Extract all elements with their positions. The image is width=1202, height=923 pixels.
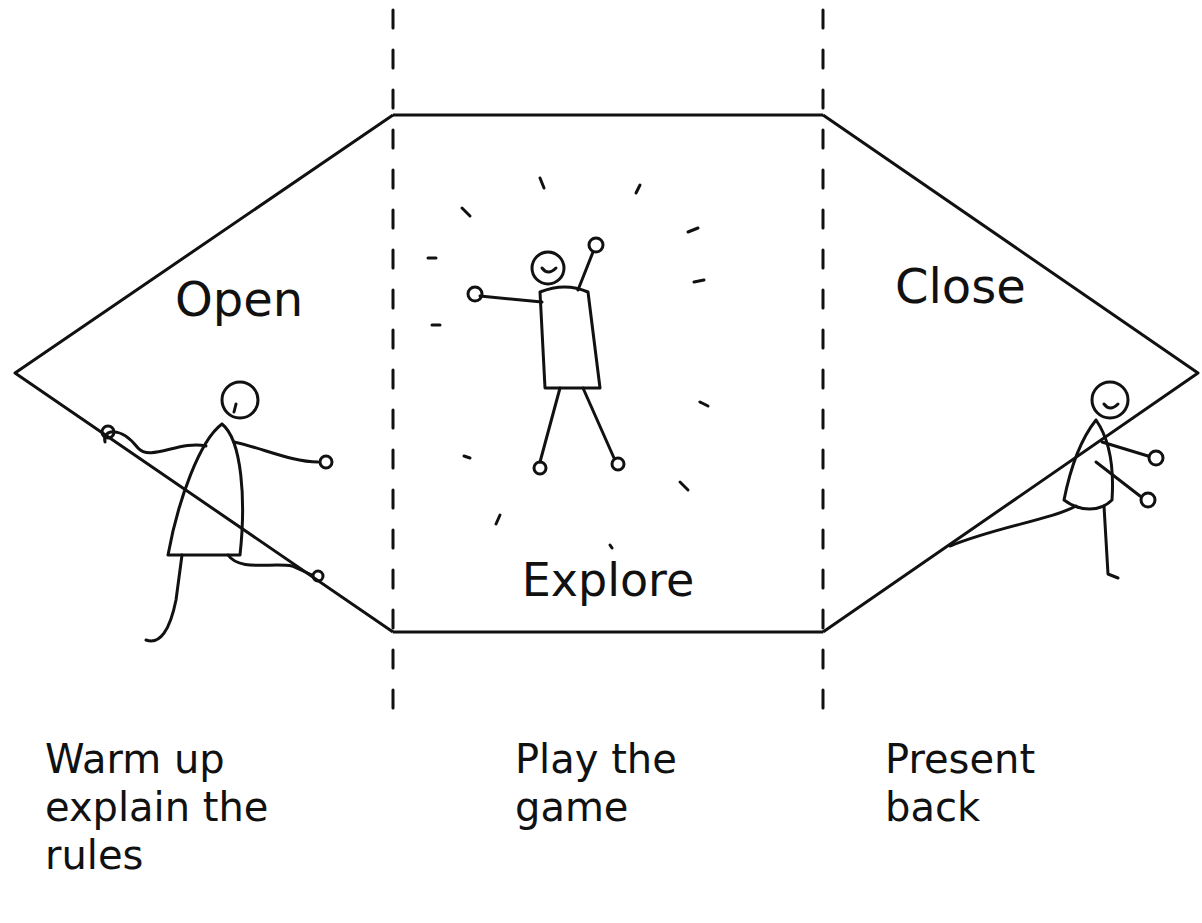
outline-line	[393, 114, 823, 117]
outline-line	[823, 115, 1198, 632]
hexagon-outline	[15, 115, 393, 632]
stick-figure	[950, 382, 1163, 578]
region-title: Close	[895, 260, 1026, 313]
explore-region: Explore	[393, 115, 823, 632]
hexagon-outline	[823, 115, 1198, 632]
stick-figure	[428, 178, 708, 548]
phase-caption: Warm up explain the rules	[45, 735, 295, 879]
close-region: Close	[823, 115, 1198, 632]
open-region: Open	[15, 115, 393, 632]
phase-caption: Play the game	[515, 735, 715, 831]
outline-line	[393, 631, 823, 634]
phase-caption: Present back	[885, 735, 1105, 831]
region-title: Explore	[522, 555, 695, 606]
outline-line	[15, 115, 393, 632]
region-title: Open	[175, 273, 303, 326]
